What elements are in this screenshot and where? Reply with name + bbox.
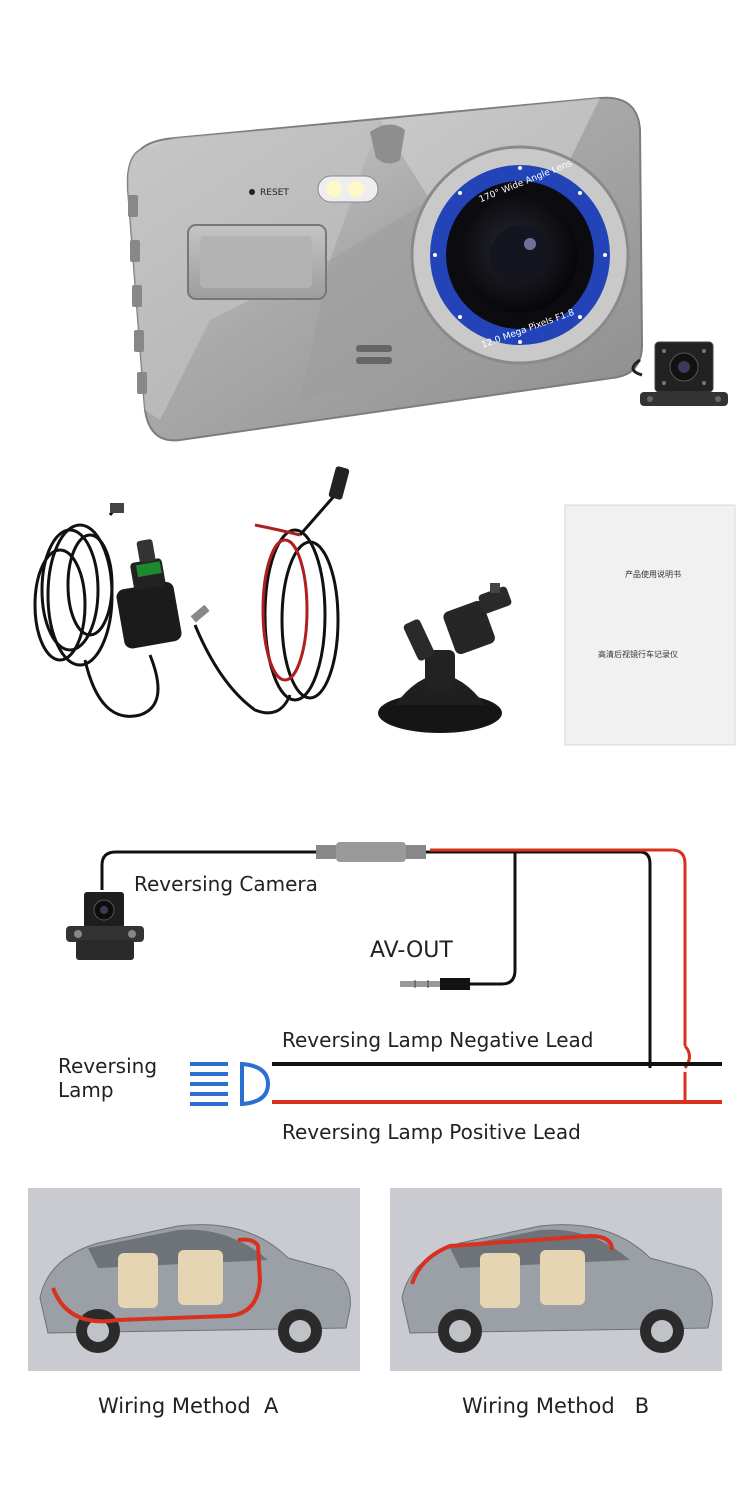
suction-mount-icon xyxy=(378,583,512,733)
wiring-diagram: Reversing Camera AV-OUT Reversing Lamp R… xyxy=(0,820,750,1160)
wiring-method-a-image xyxy=(28,1188,360,1371)
wiring-method-b-image xyxy=(390,1188,722,1371)
car-charger-icon xyxy=(33,504,160,718)
dashcam-product-image: RESET 170° Wide Angle Lens 12.0 Mega Pix… xyxy=(0,0,750,450)
reversing-lamp-icon xyxy=(190,1061,271,1107)
rear-camera-icon xyxy=(631,341,728,406)
user-manual: 产品使用说明书 高清后视镜行车记录仪 xyxy=(564,504,736,746)
reversing-lamp-label-line1: Reversing xyxy=(58,1054,158,1078)
reset-label: RESET xyxy=(260,188,289,198)
charger-plug xyxy=(116,539,182,649)
accessories-image: 产品使用说明书 高清后视镜行车记录仪 xyxy=(0,455,750,755)
wiring-method-a-label: Wiring Method A xyxy=(98,1394,279,1418)
av-cable-icon xyxy=(193,494,340,715)
reversing-lamp-label-line2: Lamp xyxy=(58,1078,114,1102)
negative-lead-label: Reversing Lamp Negative Lead xyxy=(282,1028,594,1052)
positive-lead-label: Reversing Lamp Positive Lead xyxy=(282,1120,581,1144)
av-out-label: AV-OUT xyxy=(370,938,453,963)
manual-subtitle: 高清后视镜行车记录仪 xyxy=(598,649,678,659)
reversing-camera-icon xyxy=(66,892,144,960)
wiring-method-b-label: Wiring Method B xyxy=(462,1394,650,1418)
manual-title: 产品使用说明书 xyxy=(625,569,681,579)
reversing-camera-label: Reversing Camera xyxy=(134,872,318,896)
